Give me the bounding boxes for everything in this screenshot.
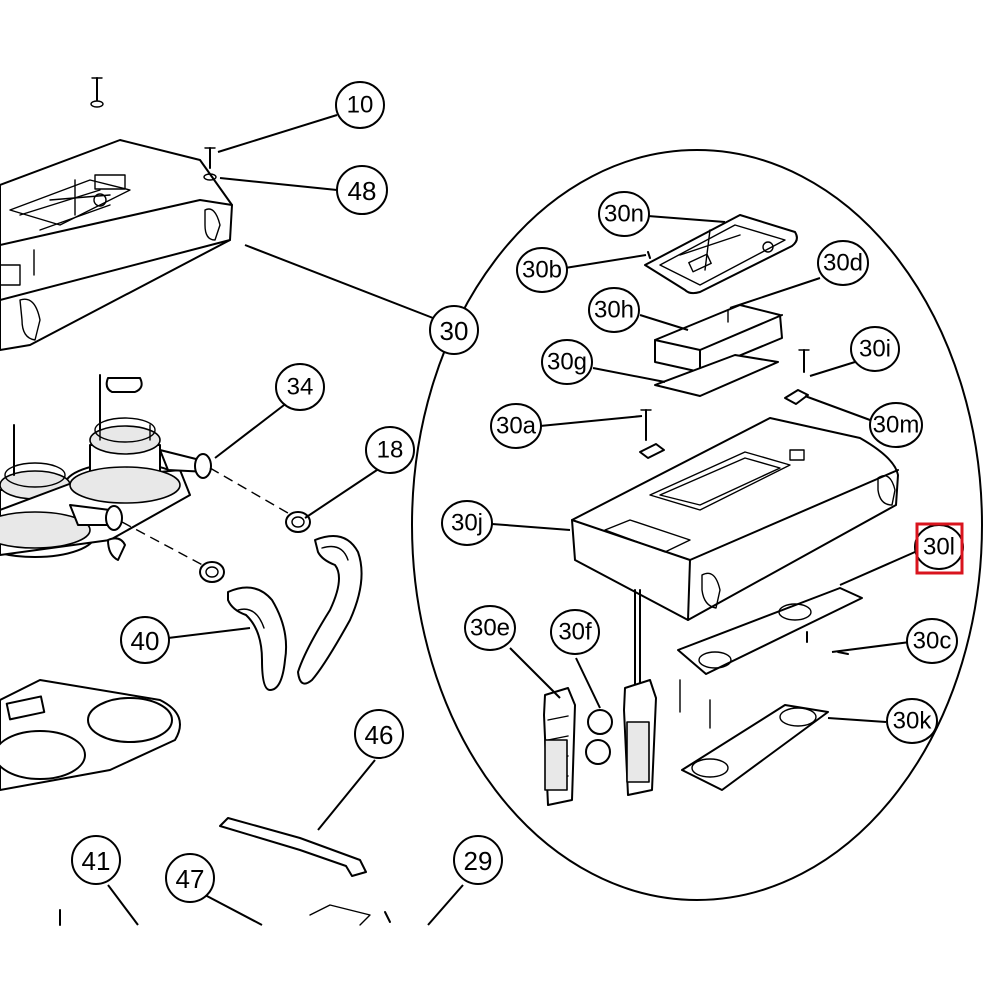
callout-label: 30b — [522, 257, 562, 284]
callout-label: 18 — [377, 437, 404, 464]
callout-label: 30e — [470, 615, 510, 642]
callout-label: 46 — [365, 720, 394, 750]
callout-30: 30 — [429, 305, 479, 355]
callout-40: 40 — [120, 616, 170, 664]
callout-30d: 30d — [817, 240, 869, 286]
callout-30h: 30h — [588, 287, 640, 333]
callout-48: 48 — [336, 165, 388, 215]
callout-30b: 30b — [516, 247, 568, 293]
callout-label: 30l — [923, 534, 955, 561]
callout-label: 30i — [859, 336, 891, 363]
plate-30l — [677, 587, 863, 675]
callout-30a: 30a — [490, 403, 542, 449]
callout-label: 30c — [913, 628, 952, 655]
allen-key-46 — [219, 817, 367, 877]
highlight-box — [915, 522, 964, 575]
callout-label: 41 — [82, 846, 111, 876]
callout-label: 30d — [823, 250, 863, 277]
callout-label: 30 — [440, 316, 469, 346]
callout-30f: 30f — [550, 609, 600, 655]
callout-label: 48 — [348, 176, 377, 206]
bottom-parts — [59, 904, 391, 926]
callout-label: 29 — [464, 846, 493, 876]
callout-label: 30n — [604, 201, 644, 228]
callout-label: 30k — [893, 708, 933, 735]
callout-30e: 30e — [464, 605, 516, 651]
callout-10: 10 — [335, 81, 385, 129]
callout-label: 40 — [131, 626, 160, 656]
callout-label: 30h — [594, 297, 634, 324]
callout-30i: 30i — [850, 326, 900, 372]
callout-30n: 30n — [598, 191, 650, 237]
top-cover-30n — [644, 214, 798, 295]
plate-30k — [681, 704, 829, 791]
callout-label: 34 — [287, 374, 314, 401]
callout-label: 30f — [558, 619, 592, 646]
hose-clamp-18 — [199, 511, 311, 583]
gasket-30g — [654, 354, 779, 397]
detail-ellipse — [411, 149, 983, 901]
callout-30c: 30c — [906, 618, 958, 664]
callout-label: 10 — [347, 92, 374, 119]
callout-30g: 30g — [541, 339, 593, 385]
callout-47: 47 — [165, 853, 215, 903]
pad-30h — [654, 304, 783, 373]
leader-lines — [107, 114, 916, 926]
callout-41: 41 — [71, 835, 121, 885]
housing-30 — [0, 77, 233, 351]
callout-30k: 30k — [886, 698, 938, 744]
base-plate — [0, 679, 181, 791]
callout-label: 30a — [496, 413, 537, 440]
callout-label: 30j — [451, 510, 483, 537]
callout-34: 34 — [275, 363, 325, 411]
callout-label: 30g — [547, 349, 587, 376]
callout-46: 46 — [354, 709, 404, 759]
hose-40 — [227, 535, 363, 691]
callout-label: 30m — [873, 412, 920, 439]
pump-assembly — [0, 374, 301, 571]
filter-30e — [543, 679, 657, 806]
ball-30f — [585, 709, 613, 765]
callout-label: 47 — [176, 864, 205, 894]
callout-30j: 30j — [441, 500, 493, 546]
callout-29: 29 — [453, 835, 503, 885]
callout-30l: 30l — [914, 522, 964, 575]
callout-18: 18 — [365, 426, 415, 474]
housing-30j — [571, 417, 899, 621]
callout-30m: 30m — [869, 402, 923, 448]
